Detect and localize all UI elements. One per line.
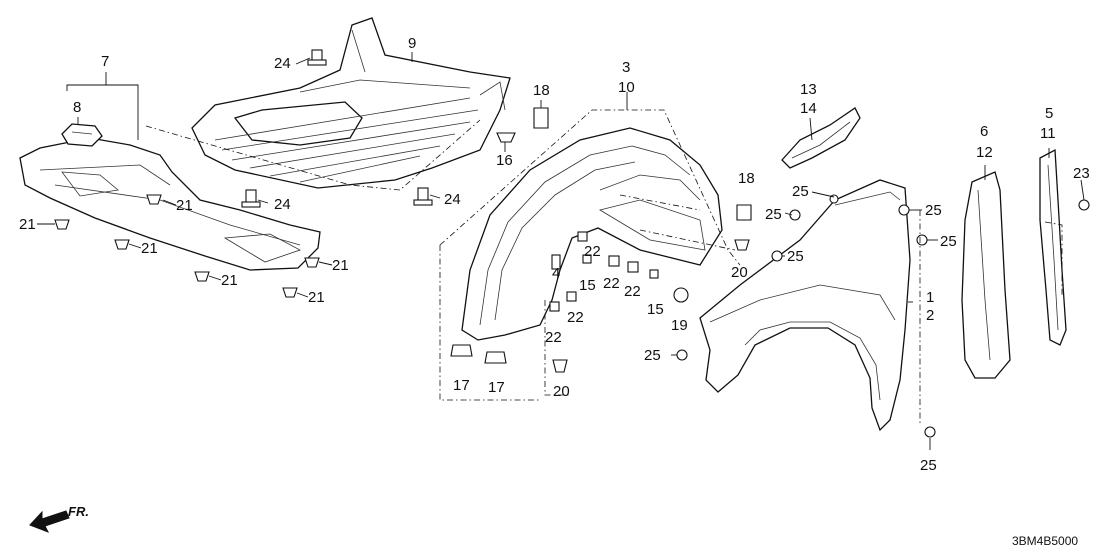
- inner-fender: [461, 127, 723, 341]
- leader-lines: [37, 52, 1085, 450]
- callout-22-d: 22: [567, 309, 584, 326]
- callout-1: 1: [926, 289, 934, 306]
- callout-21-f: 21: [308, 289, 325, 306]
- callout-25-d: 25: [940, 233, 957, 250]
- callout-5: 5: [1045, 105, 1053, 122]
- callout-22-a: 22: [584, 243, 601, 260]
- engine-undercover: [191, 17, 511, 189]
- callout-22-b: 22: [603, 275, 620, 292]
- callout-20-a: 20: [553, 383, 570, 400]
- callout-16: 16: [496, 152, 513, 169]
- bracket-13-14: [781, 107, 861, 169]
- callout-6: 6: [980, 123, 988, 140]
- front-direction-label: FR.: [68, 504, 89, 519]
- callout-12: 12: [976, 144, 993, 161]
- callout-15-b: 15: [647, 301, 664, 318]
- callout-24-a: 24: [274, 55, 291, 72]
- fasteners: [54, 49, 1090, 438]
- callout-17-b: 17: [488, 379, 505, 396]
- fender-seal: [1039, 148, 1067, 346]
- bracket-8: [61, 123, 103, 147]
- callout-15-a: 15: [579, 277, 596, 294]
- callout-21-c: 21: [141, 240, 158, 257]
- callout-25-e: 25: [787, 248, 804, 265]
- callout-21-b: 21: [19, 216, 36, 233]
- callout-25-g: 25: [920, 457, 937, 474]
- callout-2: 2: [926, 307, 934, 324]
- callout-25-b: 25: [765, 206, 782, 223]
- front-splash-shield: [19, 137, 321, 271]
- callout-4: 4: [552, 265, 560, 282]
- callout-25-f: 25: [644, 347, 661, 364]
- callout-22-c: 22: [624, 283, 641, 300]
- callout-24-b: 24: [274, 196, 291, 213]
- callout-22-e: 22: [545, 329, 562, 346]
- callout-3: 3: [622, 59, 630, 76]
- callout-11: 11: [1040, 125, 1056, 142]
- callout-20-b: 20: [731, 264, 748, 281]
- callout-18-a: 18: [533, 82, 550, 99]
- front-fender: [699, 179, 911, 432]
- callout-21-a: 21: [176, 197, 193, 214]
- callout-24-c: 24: [444, 191, 461, 208]
- callout-8: 8: [73, 99, 81, 116]
- diagram-part-code: 3BM4B5000: [1012, 534, 1078, 548]
- callout-labels: 1 2 3 4 5 6 7 8 9 10 11 12 13 14 15 15 1…: [19, 35, 1090, 474]
- callout-25-c: 25: [925, 202, 942, 219]
- callout-13: 13: [800, 81, 817, 98]
- callout-9: 9: [408, 35, 416, 52]
- callout-7: 7: [101, 53, 109, 70]
- callout-21-e: 21: [332, 257, 349, 274]
- callout-10: 10: [618, 79, 635, 96]
- callout-23: 23: [1073, 165, 1090, 182]
- callout-21-d: 21: [221, 272, 238, 289]
- callout-18-b: 18: [738, 170, 755, 187]
- front-direction-arrow: FR.: [29, 504, 89, 533]
- callout-19: 19: [671, 317, 688, 334]
- callout-17-a: 17: [453, 377, 470, 394]
- callout-14: 14: [800, 100, 817, 117]
- callout-25-a: 25: [792, 183, 809, 200]
- fender-spacer: [961, 171, 1011, 379]
